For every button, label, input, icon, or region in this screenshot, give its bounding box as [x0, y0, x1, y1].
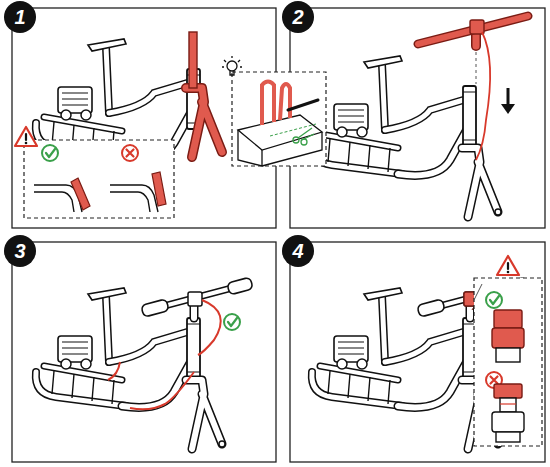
step-number-badge: 4 [282, 235, 314, 267]
step-panels [12, 8, 545, 462]
step-number: 2 [292, 7, 303, 27]
step-4-art [312, 256, 542, 449]
step-2-art [222, 16, 528, 217]
step-number-badge: 3 [4, 235, 36, 267]
step-number-badge: 1 [4, 1, 36, 33]
step-number-badge: 2 [282, 1, 314, 33]
step-3-art [36, 277, 253, 449]
step-number: 4 [292, 241, 303, 261]
step-1-art [15, 32, 222, 218]
step-number: 1 [14, 7, 25, 27]
step-number: 3 [14, 241, 25, 261]
